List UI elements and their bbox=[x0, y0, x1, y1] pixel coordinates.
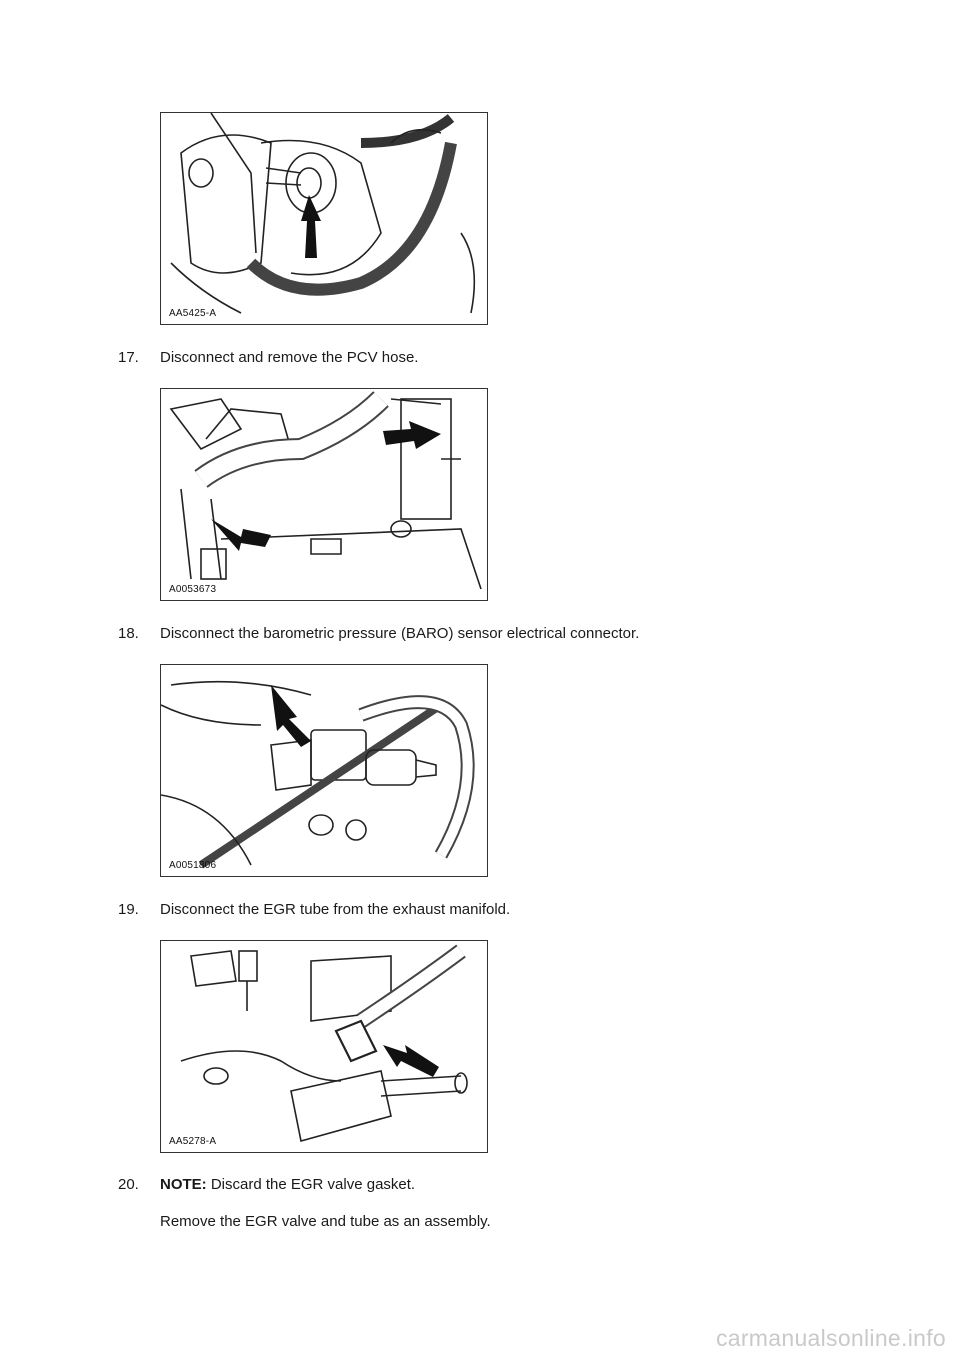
figure-code: AA5278-A bbox=[169, 1136, 217, 1147]
step-text: Disconnect the barometric pressure (BARO… bbox=[160, 625, 640, 642]
figure-code: A0053673 bbox=[169, 584, 217, 595]
figure-pcv-hose: A0053673 bbox=[160, 388, 488, 601]
figure-baro-sensor: A0051806 bbox=[160, 664, 488, 877]
figure-pcv-valve: AA5425-A bbox=[160, 112, 488, 325]
step-text: Disconnect and remove the PCV hose. bbox=[160, 349, 419, 366]
step-number: 18. bbox=[118, 625, 139, 642]
baro-sensor-illustration bbox=[161, 680, 475, 869]
egr-tube-illustration bbox=[180, 944, 468, 1143]
note-line: NOTE: Discard the EGR valve gasket. bbox=[160, 1176, 415, 1194]
step-number: 19. bbox=[118, 901, 139, 918]
note-text: Discard the EGR valve gasket. bbox=[206, 1176, 416, 1193]
figure-code: A0051806 bbox=[169, 860, 217, 871]
figure-code: AA5425-A bbox=[169, 308, 217, 319]
figure-egr-tube: AA5278-A bbox=[160, 940, 488, 1153]
pcv-valve-illustration bbox=[170, 113, 476, 314]
step-20-text: Remove the EGR valve and tube as an asse… bbox=[160, 1213, 491, 1230]
pcv-hose-illustration bbox=[169, 391, 482, 590]
watermark: carmanualsonline.info bbox=[715, 1325, 946, 1351]
step-number: 20. bbox=[118, 1176, 139, 1193]
note-label: NOTE: bbox=[160, 1176, 207, 1193]
step-text: Disconnect the EGR tube from the exhaust… bbox=[160, 901, 511, 918]
step-number: 17. bbox=[118, 349, 139, 366]
